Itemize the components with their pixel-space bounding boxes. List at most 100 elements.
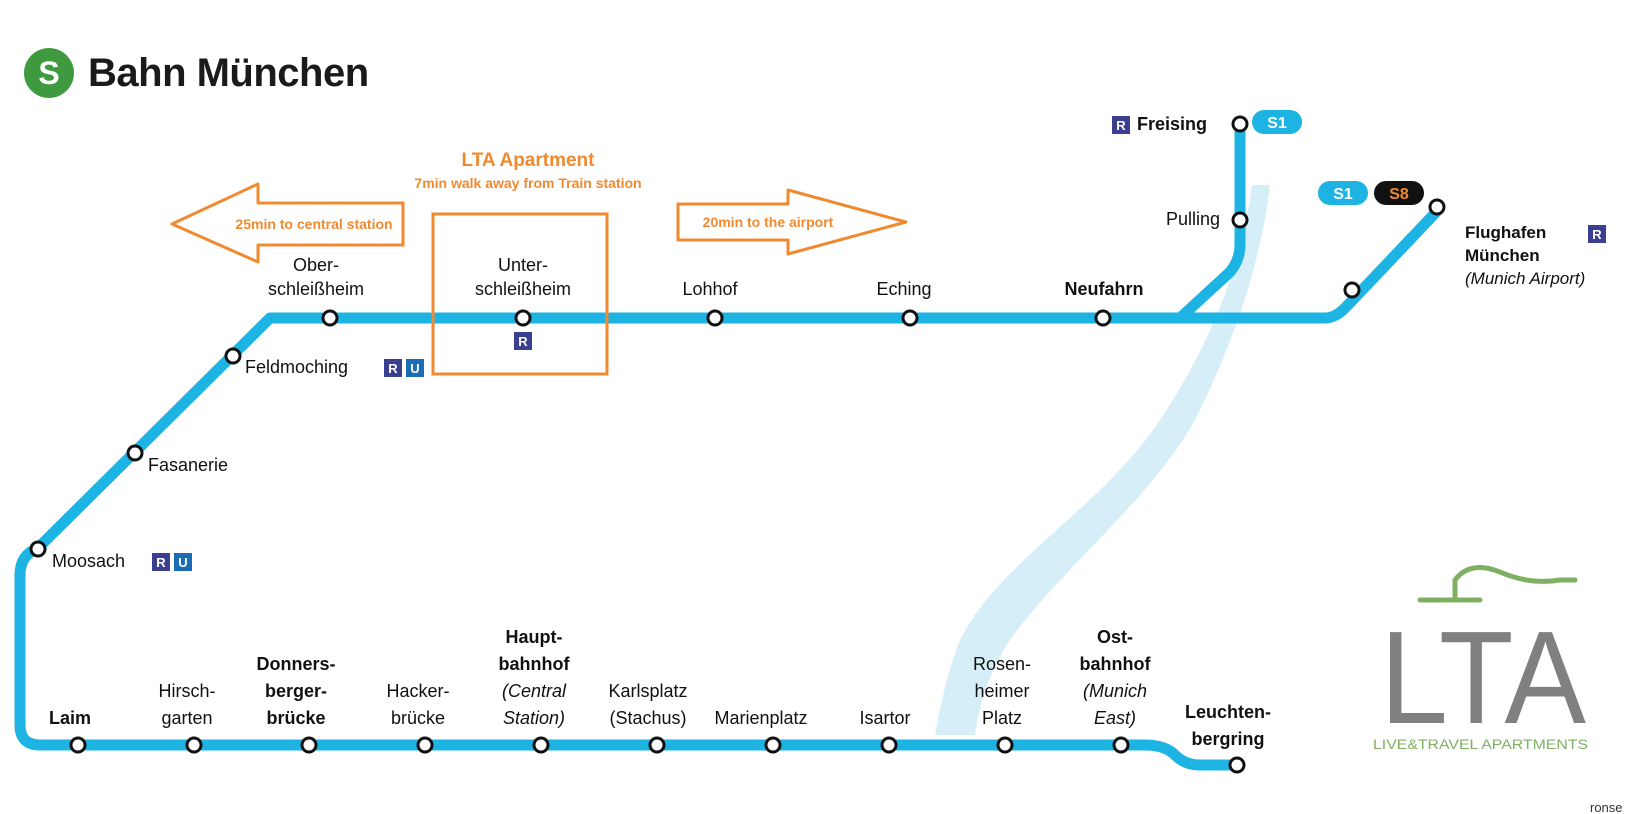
service-badge-label: R: [1116, 118, 1126, 133]
arrow-right-icon: [676, 188, 908, 256]
station-label-isartor[interactable]: Isartor: [859, 708, 910, 728]
station-label-unterschleissheim[interactable]: Unter-schleißheim: [475, 255, 571, 299]
ubahn-badge-icon: [406, 359, 424, 377]
station-label-marienplatz[interactable]: Marienplatz: [714, 708, 807, 728]
lta-apartment-subtitle: 7min walk away from Train station: [414, 175, 641, 191]
station-name-line: Lohhof: [682, 279, 738, 299]
arrow-left-label: 25min to central station: [235, 216, 392, 232]
station-label-freising[interactable]: Freising: [1137, 114, 1207, 134]
station-dot-karlsplatz[interactable]: [648, 736, 666, 754]
station-name-line: Neufahrn: [1064, 279, 1143, 299]
sbahn-logo-icon: S: [24, 48, 74, 98]
station-dot-lohhof[interactable]: [706, 309, 724, 327]
station-name-line: Haupt-: [506, 627, 563, 647]
station-dot-unterschleissheim[interactable]: [514, 309, 532, 327]
sbahn-line-freising: [1176, 122, 1246, 323]
station-name-line: schleißheim: [475, 279, 571, 299]
station-label-pulling[interactable]: Pulling: [1166, 209, 1220, 229]
station-dot-fasanerie[interactable]: [126, 444, 144, 462]
station-label-leuchtenbergring[interactable]: Leuchten-bergring: [1185, 702, 1271, 749]
station-label-laim[interactable]: Laim: [49, 708, 91, 728]
station-dot-flughafen[interactable]: [1428, 198, 1446, 216]
station-name-line: East): [1094, 708, 1136, 728]
station-name-line: bergring: [1191, 729, 1264, 749]
station-name-line: München: [1465, 246, 1540, 265]
station-name-line: Ober-: [293, 255, 339, 275]
station-name-line: Platz: [982, 708, 1022, 728]
station-label-lohhof[interactable]: Lohhof: [682, 279, 738, 299]
service-badge-label: R: [518, 334, 528, 349]
station-dot-leuchtenbergring[interactable]: [1228, 756, 1246, 774]
station-name-line: (Munich: [1083, 681, 1147, 701]
line-badge-label: S1: [1267, 115, 1287, 132]
station-name-line: Fasanerie: [148, 455, 228, 475]
station-label-moosach[interactable]: Moosach: [52, 551, 125, 571]
station-dot-airport-junction[interactable]: [1343, 281, 1361, 299]
station-name-line: Hirsch-: [159, 681, 216, 701]
station-name-line: Rosen-: [973, 654, 1031, 674]
station-name-line: schleißheim: [268, 279, 364, 299]
station-name-line: Marienplatz: [714, 708, 807, 728]
station-dot-donnersbergerbruecke[interactable]: [300, 736, 318, 754]
line-badge-label: S1: [1333, 186, 1353, 203]
station-name-line: Pulling: [1166, 209, 1220, 229]
station-label-fasanerie[interactable]: Fasanerie: [148, 455, 228, 475]
station-dot-pulling[interactable]: [1231, 211, 1249, 229]
station-label-feldmoching[interactable]: Feldmoching: [245, 357, 348, 377]
station-name-line: Isartor: [859, 708, 910, 728]
service-badge-label: U: [410, 361, 419, 376]
station-dot-freising[interactable]: [1231, 115, 1249, 133]
regional-badge-icon: [1588, 225, 1606, 243]
station-name-line: (Stachus): [609, 708, 686, 728]
lta-annotation: LTA Apartment 7min walk away from Train …: [170, 150, 908, 376]
station-name-line: garten: [161, 708, 212, 728]
station-dot-hirschgarten[interactable]: [185, 736, 203, 754]
station-label-donnersbergerbruecke[interactable]: Donners-berger-brücke: [256, 654, 335, 728]
station-dot-rosenheimer[interactable]: [996, 736, 1014, 754]
station-dot-oberschleissheim[interactable]: [321, 309, 339, 327]
station-dot-feldmoching[interactable]: [224, 347, 242, 365]
station-dot-ostbahnhof[interactable]: [1112, 736, 1130, 754]
lta-logo-tagline: LIVE&TRAVEL APARTMENTS: [1373, 736, 1588, 752]
station-name-line: Unter-: [498, 255, 548, 275]
station-dot-laim[interactable]: [69, 736, 87, 754]
line-badge-s1-freising: S1: [1252, 110, 1302, 134]
station-name-line: Hacker-: [386, 681, 449, 701]
station-name-line: Eching: [876, 279, 931, 299]
station-name-line: Flughafen: [1465, 223, 1546, 242]
station-name-line: Ost-: [1097, 627, 1133, 647]
station-dot-eching[interactable]: [901, 309, 919, 327]
station-dot-hauptbahnhof[interactable]: [532, 736, 550, 754]
station-name-line: (Central: [502, 681, 567, 701]
regional-badge-icon: [384, 359, 402, 377]
sbahn-line-bottom: [78, 739, 1240, 771]
station-dot-marienplatz[interactable]: [764, 736, 782, 754]
line-badge-label: S8: [1389, 186, 1409, 203]
footer-fragment: ronse: [1590, 800, 1623, 814]
sbahn-line-main: [14, 204, 1444, 751]
station-label-karlsplatz[interactable]: Karlsplatz (Stachus): [608, 681, 687, 728]
station-label-hirschgarten[interactable]: Hirsch-garten: [159, 681, 216, 728]
river-isar: [935, 185, 1270, 735]
lta-logo-text: LTA: [1380, 604, 1586, 751]
station-name-line: Freising: [1137, 114, 1207, 134]
station-name-line: Karlsplatz: [608, 681, 687, 701]
station-label-oberschleissheim[interactable]: Ober-schleißheim: [268, 255, 364, 299]
regional-badge-icon: [1112, 116, 1130, 134]
station-label-hackerbruecke[interactable]: Hacker-brücke: [386, 681, 449, 728]
station-name-line: berger-: [265, 681, 327, 701]
station-dot-hackerbruecke[interactable]: [416, 736, 434, 754]
station-label-neufahrn[interactable]: Neufahrn: [1064, 279, 1143, 299]
station-name-line: Laim: [49, 708, 91, 728]
station-dot-isartor[interactable]: [880, 736, 898, 754]
station-label-eching[interactable]: Eching: [876, 279, 931, 299]
station-name-line: (Munich Airport): [1465, 269, 1585, 288]
station-name-line: bahnhof: [499, 654, 571, 674]
station-dot-neufahrn[interactable]: [1094, 309, 1112, 327]
station-dot-moosach[interactable]: [29, 540, 47, 558]
